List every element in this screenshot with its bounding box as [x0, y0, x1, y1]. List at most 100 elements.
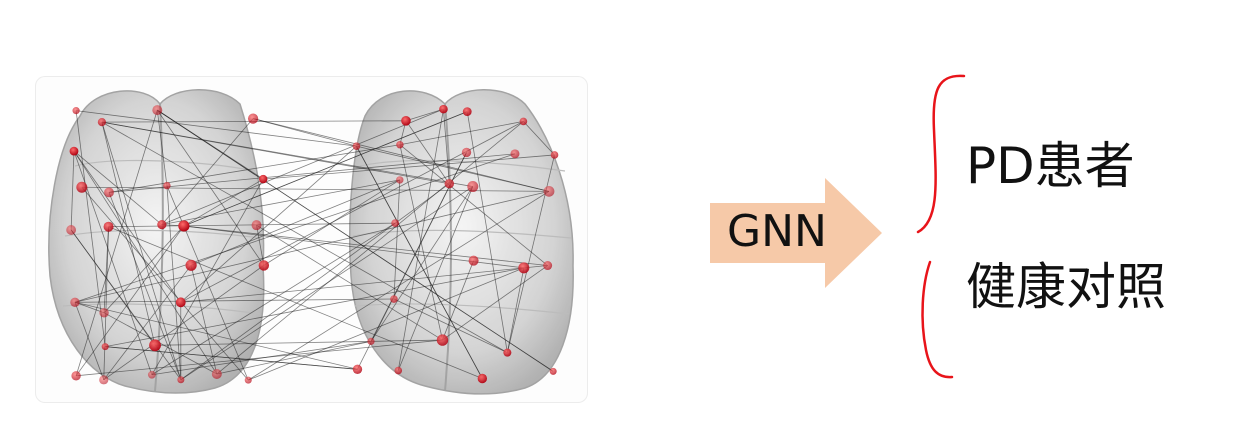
network-node: [461, 147, 472, 158]
network-node: [103, 221, 114, 232]
network-node: [178, 220, 190, 232]
network-node: [244, 376, 252, 384]
network-edge: [74, 302, 105, 380]
network-node: [177, 376, 185, 384]
network-edge: [183, 111, 468, 227]
network-node: [401, 116, 411, 126]
network-edge: [399, 121, 524, 146]
network-edge: [70, 229, 156, 346]
network-edge: [105, 346, 358, 370]
network-edge: [183, 225, 548, 266]
network-edge: [70, 151, 75, 230]
network-edge: [405, 120, 450, 184]
network-edge: [506, 267, 525, 353]
network-node: [175, 297, 186, 308]
network-edge: [75, 225, 185, 377]
network-node: [436, 334, 449, 346]
network-node: [149, 339, 161, 352]
network-node: [510, 149, 520, 159]
brain-connectivity-graph: [48, 89, 574, 395]
network-node: [519, 117, 528, 126]
class-label-pd-patient: PD患者: [966, 137, 1135, 195]
brain-network-image: [35, 76, 588, 403]
network-edge: [183, 225, 524, 269]
brain-outline-right: [349, 89, 574, 395]
network-edge: [156, 109, 265, 266]
network-edge: [161, 179, 400, 226]
network-edge: [155, 339, 443, 346]
network-node: [147, 370, 156, 379]
network-node: [70, 297, 80, 307]
network-node: [72, 107, 80, 115]
network-node: [396, 141, 404, 149]
network-edge: [101, 122, 182, 380]
network-edge: [405, 108, 444, 122]
network-node: [391, 219, 400, 228]
network-edge: [248, 191, 550, 381]
network-node: [550, 151, 559, 159]
network-edge: [216, 121, 524, 375]
network-node: [69, 146, 79, 156]
network-node: [467, 181, 479, 193]
network-node: [444, 179, 454, 189]
network-node: [396, 176, 404, 184]
network-edge: [442, 265, 548, 341]
class-label-healthy-control: 健康对照: [966, 258, 1166, 316]
network-node: [157, 220, 167, 230]
network-edge: [370, 186, 474, 342]
network-node: [104, 187, 114, 198]
network-edge: [256, 224, 443, 341]
network-node: [390, 295, 398, 303]
network-node: [477, 373, 488, 384]
network-node: [258, 260, 270, 271]
network-edge: [103, 265, 192, 381]
network-node: [259, 174, 268, 184]
network-node: [543, 185, 555, 197]
network-edge: [74, 301, 358, 370]
network-edge: [76, 110, 357, 147]
network-edge: [73, 150, 218, 375]
network-edge: [393, 179, 401, 300]
network-edge: [263, 154, 555, 180]
network-edge: [101, 122, 156, 346]
network-node: [543, 261, 553, 271]
network-node: [99, 308, 109, 318]
network-node: [367, 337, 375, 345]
network-edge: [108, 144, 400, 193]
network-edge: [161, 108, 444, 225]
network-edge: [151, 222, 396, 376]
network-node: [99, 375, 109, 385]
network-edge: [156, 110, 168, 186]
network-edge: [166, 185, 249, 381]
network-edge: [108, 226, 483, 379]
network-edge: [357, 152, 467, 370]
network-edge: [74, 298, 394, 303]
network-edge: [101, 121, 508, 353]
network-node: [468, 255, 479, 266]
network-node: [462, 107, 472, 117]
network-node: [211, 369, 222, 380]
network-node: [163, 181, 171, 190]
network-node: [251, 220, 262, 231]
network-node: [97, 118, 107, 127]
network-edge: [103, 265, 265, 381]
network-edge: [523, 121, 555, 156]
network-node: [71, 371, 81, 381]
network-edge: [252, 118, 550, 192]
network-node: [518, 262, 530, 274]
network-edge: [397, 186, 474, 371]
network-edge: [356, 145, 483, 379]
network-edge: [180, 183, 450, 381]
network-edge: [74, 153, 516, 303]
network-node: [185, 259, 197, 271]
network-edge: [180, 186, 474, 381]
network-node: [101, 343, 109, 351]
network-edge: [166, 185, 182, 380]
network-edge: [76, 339, 443, 377]
network-node: [76, 181, 88, 193]
network-edge: [216, 340, 372, 375]
network-edge: [443, 109, 450, 184]
network-edge: [81, 186, 249, 381]
network-edge: [180, 145, 357, 303]
network-node: [152, 105, 163, 116]
